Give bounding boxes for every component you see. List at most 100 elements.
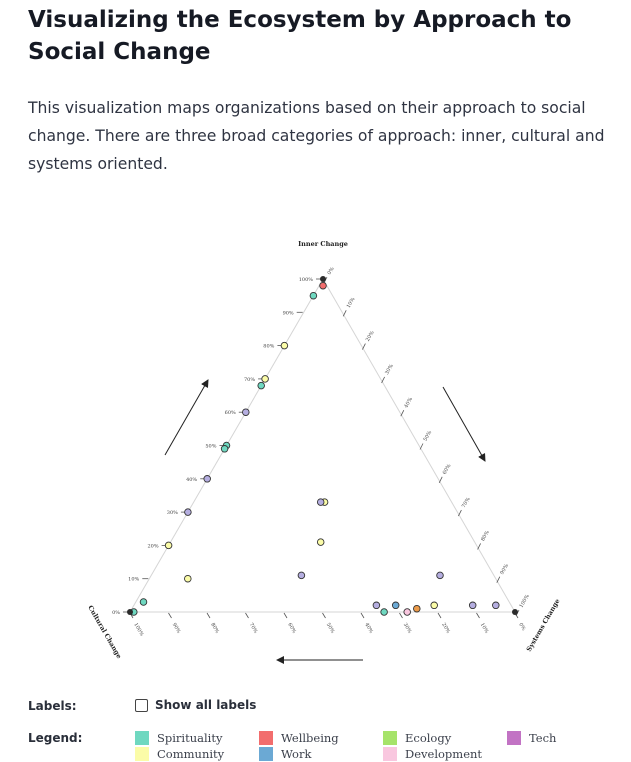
right-tick [362, 343, 366, 350]
bottom-tick-label: 60% [286, 622, 297, 635]
right-tick-label: 60% [442, 463, 453, 476]
data-point-tech [184, 508, 192, 516]
legend-swatch [507, 731, 521, 745]
right-tick [477, 543, 481, 550]
right-tick-label: 10% [346, 296, 357, 309]
legend-item-tech[interactable]: Tech [507, 731, 556, 745]
bottom-tick-label: 30% [402, 622, 413, 635]
data-point-wellbeing [319, 281, 327, 290]
data-point-spirituality [309, 291, 318, 300]
data-point-development [403, 608, 411, 616]
data-point-community [430, 601, 438, 610]
bottom-tick [245, 612, 249, 619]
arrow-right-edge [442, 386, 486, 462]
legend-item-spirituality[interactable]: Spirituality [135, 731, 222, 745]
left-tick-label: 70% [244, 377, 255, 383]
data-point-tech [203, 475, 211, 483]
axis-title-right: Systems Change [525, 597, 562, 653]
data-point-tech [297, 571, 306, 580]
bottom-tick-label: 20% [440, 622, 451, 635]
legend-item-label: Spirituality [157, 731, 223, 745]
bottom-tick-label: 100% [132, 622, 144, 638]
legend-item-ecology[interactable]: Ecology [383, 731, 451, 745]
ternary-chart: 0% 10% 20% 30% 40% 50% 60% 70% 80% 90% 100% 0% 10% 20… [86, 240, 562, 664]
data-point-tech [316, 498, 325, 506]
data-point-tech [468, 601, 477, 610]
right-tick [458, 509, 462, 517]
data-point-community [164, 541, 173, 550]
bottom-tick [476, 612, 480, 619]
left-tick-label: 80% [263, 344, 274, 350]
axis-title-top: Inner Change [298, 240, 348, 248]
bottom-tick-label: 90% [171, 622, 182, 635]
left-tick-label: 60% [225, 410, 236, 416]
right-tick [381, 376, 385, 384]
legend-swatch [259, 747, 273, 761]
legend-label: Legend: [28, 731, 83, 745]
bottom-tick [322, 612, 326, 619]
bottom-tick [168, 612, 172, 619]
left-tick-label: 20% [147, 543, 158, 549]
bottom-tick-label: 0% [517, 622, 526, 632]
right-tick [342, 310, 347, 317]
data-point-anchor [512, 609, 518, 615]
left-tick-label: 10% [128, 577, 139, 583]
legend-item-label: Community [157, 747, 225, 761]
data-point-community [316, 538, 325, 546]
right-tick-label: 40% [403, 396, 414, 409]
arrow-left-edge [164, 379, 209, 456]
data-point-community [261, 375, 269, 383]
legend-item-label: Development [405, 747, 483, 761]
data-point-spirituality [139, 598, 148, 606]
bottom-tick-label: 50% [325, 622, 336, 635]
legend-item-label: Ecology [405, 731, 452, 745]
right-tick-label: 0% [327, 266, 336, 276]
left-tick-label: 40% [186, 477, 197, 483]
left-tick-label: 30% [167, 510, 178, 516]
data-point-spirituality [257, 381, 265, 390]
data-point-spirituality [220, 445, 229, 453]
left-tick-label: 90% [283, 310, 294, 316]
legend-swatch [259, 731, 273, 745]
triangle-edge-right [322, 278, 516, 613]
data-point-tech [492, 601, 500, 610]
legend-item-development[interactable]: Development [383, 747, 482, 761]
right-tick-label: 30% [384, 363, 395, 376]
right-tick-label: 90% [499, 563, 510, 576]
bottom-tick-label: 80% [209, 622, 220, 635]
show-all-labels-text: Show all labels [155, 698, 257, 712]
bottom-tick [399, 612, 403, 619]
legend-item-label: Tech [529, 731, 557, 745]
right-tick [438, 476, 443, 483]
bottom-tick [206, 612, 211, 619]
right-tick-label: 20% [365, 330, 376, 343]
legend-item-community[interactable]: Community [135, 747, 224, 761]
data-point-community [280, 341, 289, 350]
data-point-work [391, 601, 400, 610]
data-point-tech [372, 601, 381, 610]
page-description: This visualization maps organizations ba… [28, 99, 605, 173]
legend-item-label: Work [281, 747, 312, 761]
legend-item-wellbeing[interactable]: Wellbeing [259, 731, 339, 745]
right-tick [400, 410, 405, 417]
show-all-labels-toggle[interactable]: Show all labels [135, 698, 256, 712]
data-point-other [413, 604, 421, 613]
right-tick [496, 576, 501, 583]
left-tick-label: 100% [299, 277, 314, 283]
legend-item-label: Wellbeing [281, 731, 339, 745]
left-tick-label: 0% [112, 610, 120, 616]
bottom-tick-label: 10% [479, 622, 490, 635]
left-tick-label: 50% [205, 444, 216, 450]
right-tick-label: 70% [461, 496, 472, 509]
legend-item-work[interactable]: Work [259, 747, 311, 761]
right-tick-label: 50% [423, 430, 434, 443]
legend-swatch [383, 731, 397, 745]
data-point-community [184, 574, 192, 583]
legend-swatch [135, 731, 149, 745]
show-all-labels-checkbox[interactable] [135, 698, 148, 712]
right-tick-label: 80% [480, 530, 491, 543]
bottom-tick [360, 612, 365, 619]
data-point-tech [436, 571, 444, 580]
bottom-tick [437, 612, 442, 619]
bottom-tick [283, 612, 288, 619]
